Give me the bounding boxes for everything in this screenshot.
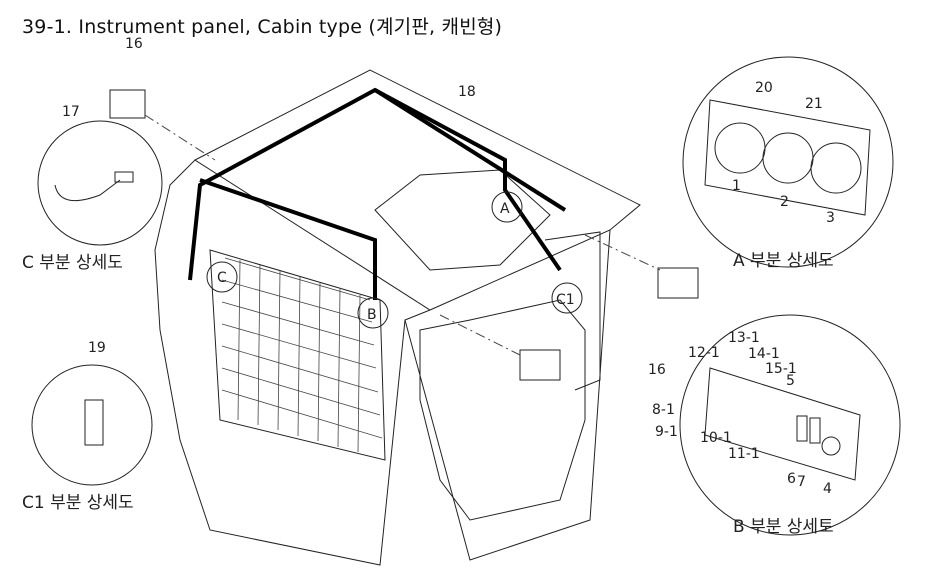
- detail-marker-a: A: [491, 191, 523, 223]
- callout-13-1: 13-1: [728, 330, 760, 346]
- diagram-title: 39-1. Instrument panel, Cabin type (계기판,…: [22, 16, 503, 38]
- callout-12-1: 12-1: [688, 345, 720, 361]
- callout-6: 6: [787, 471, 796, 487]
- cabin-drawing: [109, 69, 699, 566]
- wire-harness: [188, 87, 567, 300]
- callout-20: 20: [755, 80, 773, 96]
- detail-marker-c: C: [206, 261, 238, 293]
- callout-9-1: 9-1: [655, 424, 678, 440]
- svg-text:A: A: [500, 201, 510, 217]
- callout-21: 21: [805, 96, 823, 112]
- callout-10-1: 10-1: [700, 430, 732, 446]
- callout-16-top: 16: [125, 36, 143, 52]
- detail-circle-c: [37, 120, 163, 246]
- svg-text:B: B: [367, 307, 377, 323]
- callout-19: 19: [88, 340, 106, 356]
- callout-7: 7: [797, 474, 806, 490]
- caption-detail-c: C 부분 상세도: [22, 253, 123, 273]
- callout-3: 3: [826, 210, 835, 226]
- callout-11-1: 11-1: [728, 446, 760, 462]
- callout-8-1: 8-1: [652, 402, 675, 418]
- detail-marker-b: B: [357, 297, 389, 329]
- detail-marker-c1: C1: [551, 282, 583, 314]
- detail-circle-c1: [31, 364, 153, 486]
- callout-1: 1: [732, 178, 741, 194]
- callout-14-1: 14-1: [748, 346, 780, 362]
- callout-17: 17: [62, 104, 80, 120]
- caption-detail-b: B 부분 상세토: [733, 517, 834, 537]
- caption-detail-a: A 부분 상세도: [733, 251, 834, 271]
- callout-18: 18: [458, 84, 476, 100]
- svg-text:C1: C1: [556, 292, 575, 308]
- callout-16-right: 16: [648, 362, 666, 378]
- detail-circle-b: [679, 314, 901, 536]
- callout-5: 5: [786, 373, 795, 389]
- callout-15-1: 15-1: [765, 361, 797, 377]
- callout-2: 2: [780, 194, 789, 210]
- detail-circle-a: [682, 56, 894, 268]
- caption-detail-c1: C1 부분 상세도: [22, 493, 134, 513]
- svg-text:C: C: [217, 270, 227, 286]
- callout-4: 4: [823, 481, 832, 497]
